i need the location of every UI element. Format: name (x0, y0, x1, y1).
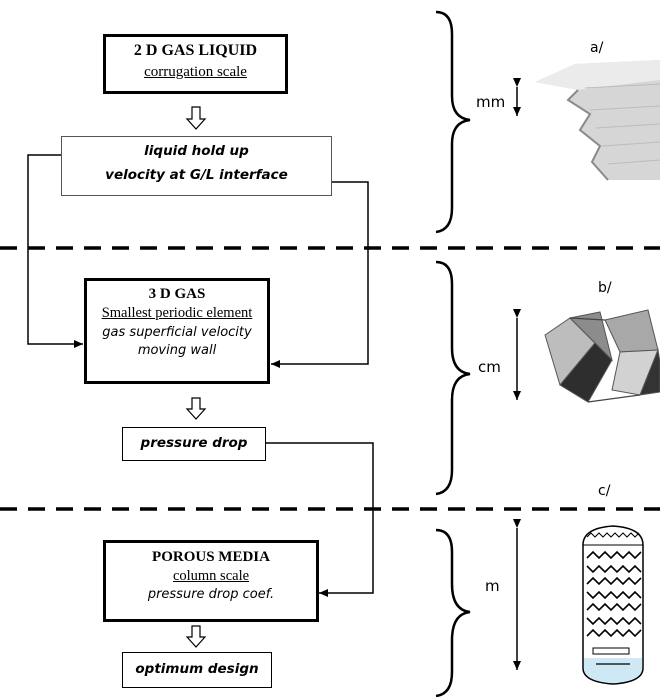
level-3-title: POROUS MEDIA (152, 549, 270, 565)
box-2d-gas-liquid: 2 D GAS LIQUID corrugation scale (103, 34, 288, 94)
box-porous-media: POROUS MEDIA column scale pressure drop … (103, 540, 319, 622)
box-optimum-design: optimum design (122, 652, 272, 688)
output-optimum-design: optimum design (135, 661, 259, 677)
brace-level-2 (435, 260, 471, 496)
level-3-subtitle: column scale (172, 568, 250, 584)
periodic-element-image (544, 309, 660, 403)
down-arrow-1 (185, 106, 207, 130)
param-moving-wall: moving wall (137, 343, 217, 358)
brace-level-1 (435, 10, 471, 234)
down-arrow-3 (185, 625, 207, 648)
scale-label-mm: mm (476, 93, 506, 111)
param-pressure-drop-coef: pressure drop coef. (147, 587, 275, 602)
output-pressure-drop: pressure drop (140, 435, 248, 451)
box-liquid-hold-up: liquid hold up velocity at G/L interface (61, 136, 332, 196)
output-velocity-interface: velocity at G/L interface (105, 167, 288, 183)
level-2-subtitle: Smallest periodic element (101, 305, 253, 321)
brace-level-3 (435, 528, 471, 697)
box-3d-gas: 3 D GAS Smallest periodic element gas su… (84, 278, 270, 384)
output-liquid-hold-up: liquid hold up (144, 143, 249, 159)
scale-label-cm: cm (478, 358, 501, 376)
level-1-title: 2 D GAS LIQUID (133, 42, 258, 59)
scale-label-m: m (485, 577, 500, 595)
panel-label-c: c/ (598, 483, 611, 499)
connector-velocity (271, 181, 369, 368)
level-2-title: 3 D GAS (148, 286, 206, 302)
down-arrow-2 (185, 397, 207, 420)
connector-pressure (266, 442, 374, 597)
corrugation-image (535, 60, 660, 181)
box-pressure-drop: pressure drop (122, 427, 266, 461)
level-1-subtitle: corrugation scale (144, 64, 247, 80)
panel-label-b: b/ (598, 280, 612, 296)
panel-label-a: a/ (590, 40, 604, 56)
param-gas-velocity: gas superficial velocity (102, 325, 252, 340)
column-image (582, 525, 644, 685)
